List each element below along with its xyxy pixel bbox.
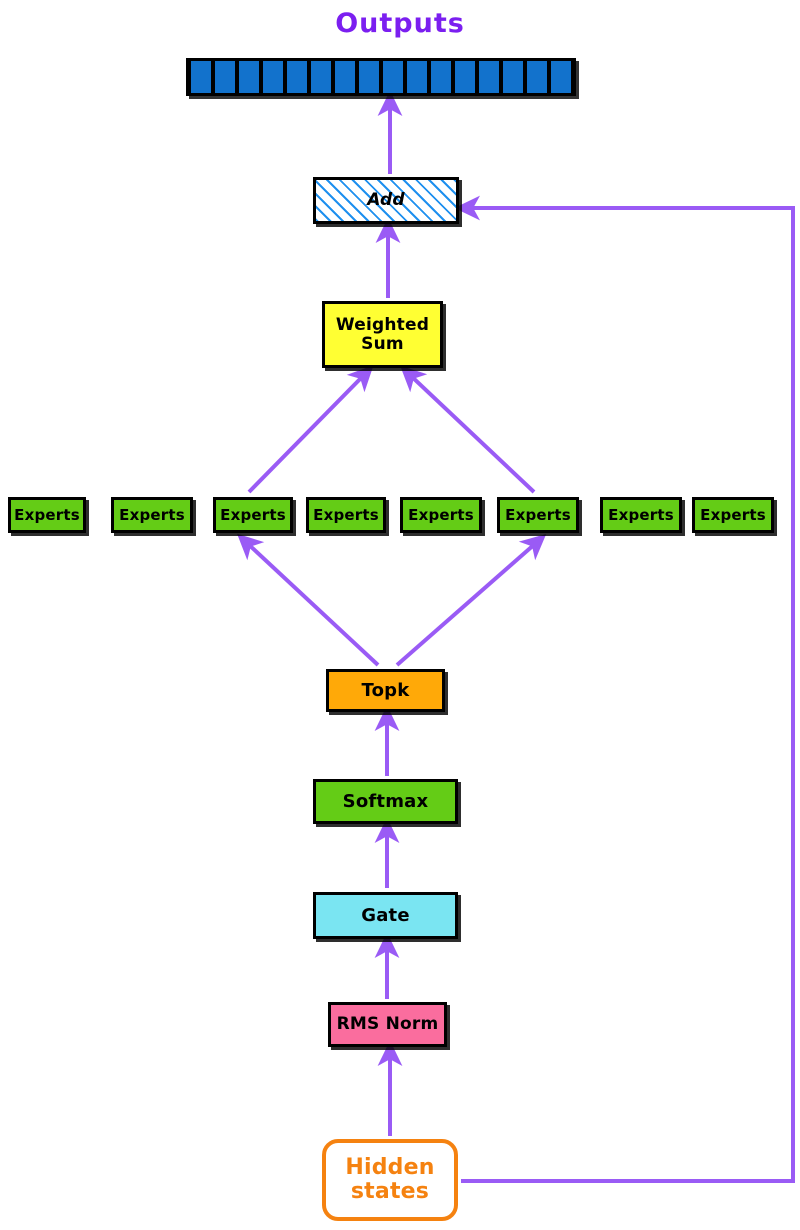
node-hidden-states-label-line1: Hidden <box>345 1155 435 1181</box>
edge-topk-to-expert2 <box>237 533 380 667</box>
node-expert-label: Experts <box>14 505 80 524</box>
node-expert-2[interactable]: Experts <box>111 497 193 533</box>
node-expert-label: Experts <box>608 505 674 524</box>
node-add[interactable]: Add <box>313 177 459 224</box>
output-cell <box>429 61 453 93</box>
node-expert-6[interactable]: Experts <box>497 497 579 533</box>
node-expert-8[interactable]: Experts <box>692 497 774 533</box>
node-weighted-sum-label-line1: Weighted <box>335 315 430 336</box>
edge-expert5-to-weightedsum <box>400 365 536 494</box>
output-cell <box>453 61 477 93</box>
output-cell <box>237 61 261 93</box>
node-expert-label: Experts <box>313 505 379 524</box>
node-expert-label: Experts <box>220 505 286 524</box>
node-weighted-sum-label-line2: Sum <box>361 333 404 354</box>
output-cell <box>213 61 237 93</box>
output-cell <box>549 61 573 93</box>
edge-topk-to-expert5 <box>395 534 547 667</box>
node-expert-label: Experts <box>119 505 185 524</box>
node-expert-label: Experts <box>408 505 474 524</box>
node-expert-label: Experts <box>505 505 571 524</box>
node-expert-7[interactable]: Experts <box>600 497 682 533</box>
node-topk-label: Topk <box>361 679 410 701</box>
output-cell <box>309 61 333 93</box>
output-cell <box>525 61 549 93</box>
node-expert-1[interactable]: Experts <box>8 497 86 533</box>
node-gate-label: Gate <box>361 904 410 926</box>
node-hidden-states[interactable]: Hidden states <box>322 1139 458 1221</box>
output-cell <box>405 61 429 93</box>
node-expert-3[interactable]: Experts <box>213 497 293 533</box>
node-gate[interactable]: Gate <box>313 892 458 939</box>
node-weighted-sum[interactable]: Weighted Sum <box>322 301 443 368</box>
node-add-label: Add <box>367 190 405 211</box>
edge-expert2-to-weightedsum <box>247 365 374 494</box>
node-rms-norm-label: RMS Norm <box>336 1014 439 1035</box>
output-cell <box>501 61 525 93</box>
node-topk[interactable]: Topk <box>326 669 445 712</box>
output-cell <box>189 61 213 93</box>
outputs-vector <box>186 58 576 96</box>
output-cell <box>357 61 381 93</box>
output-cell <box>333 61 357 93</box>
node-hidden-states-label-line2: states <box>350 1179 430 1204</box>
node-softmax[interactable]: Softmax <box>313 779 458 824</box>
output-cell <box>285 61 309 93</box>
output-cell <box>261 61 285 93</box>
node-rms-norm[interactable]: RMS Norm <box>328 1002 447 1047</box>
node-expert-5[interactable]: Experts <box>400 497 482 533</box>
output-cell <box>381 61 405 93</box>
node-expert-4[interactable]: Experts <box>306 497 386 533</box>
node-softmax-label: Softmax <box>342 790 429 812</box>
edge-hidden-to-add-skip <box>454 195 795 1183</box>
page-title: Outputs <box>335 8 465 39</box>
node-expert-label: Experts <box>700 505 766 524</box>
output-cell <box>477 61 501 93</box>
